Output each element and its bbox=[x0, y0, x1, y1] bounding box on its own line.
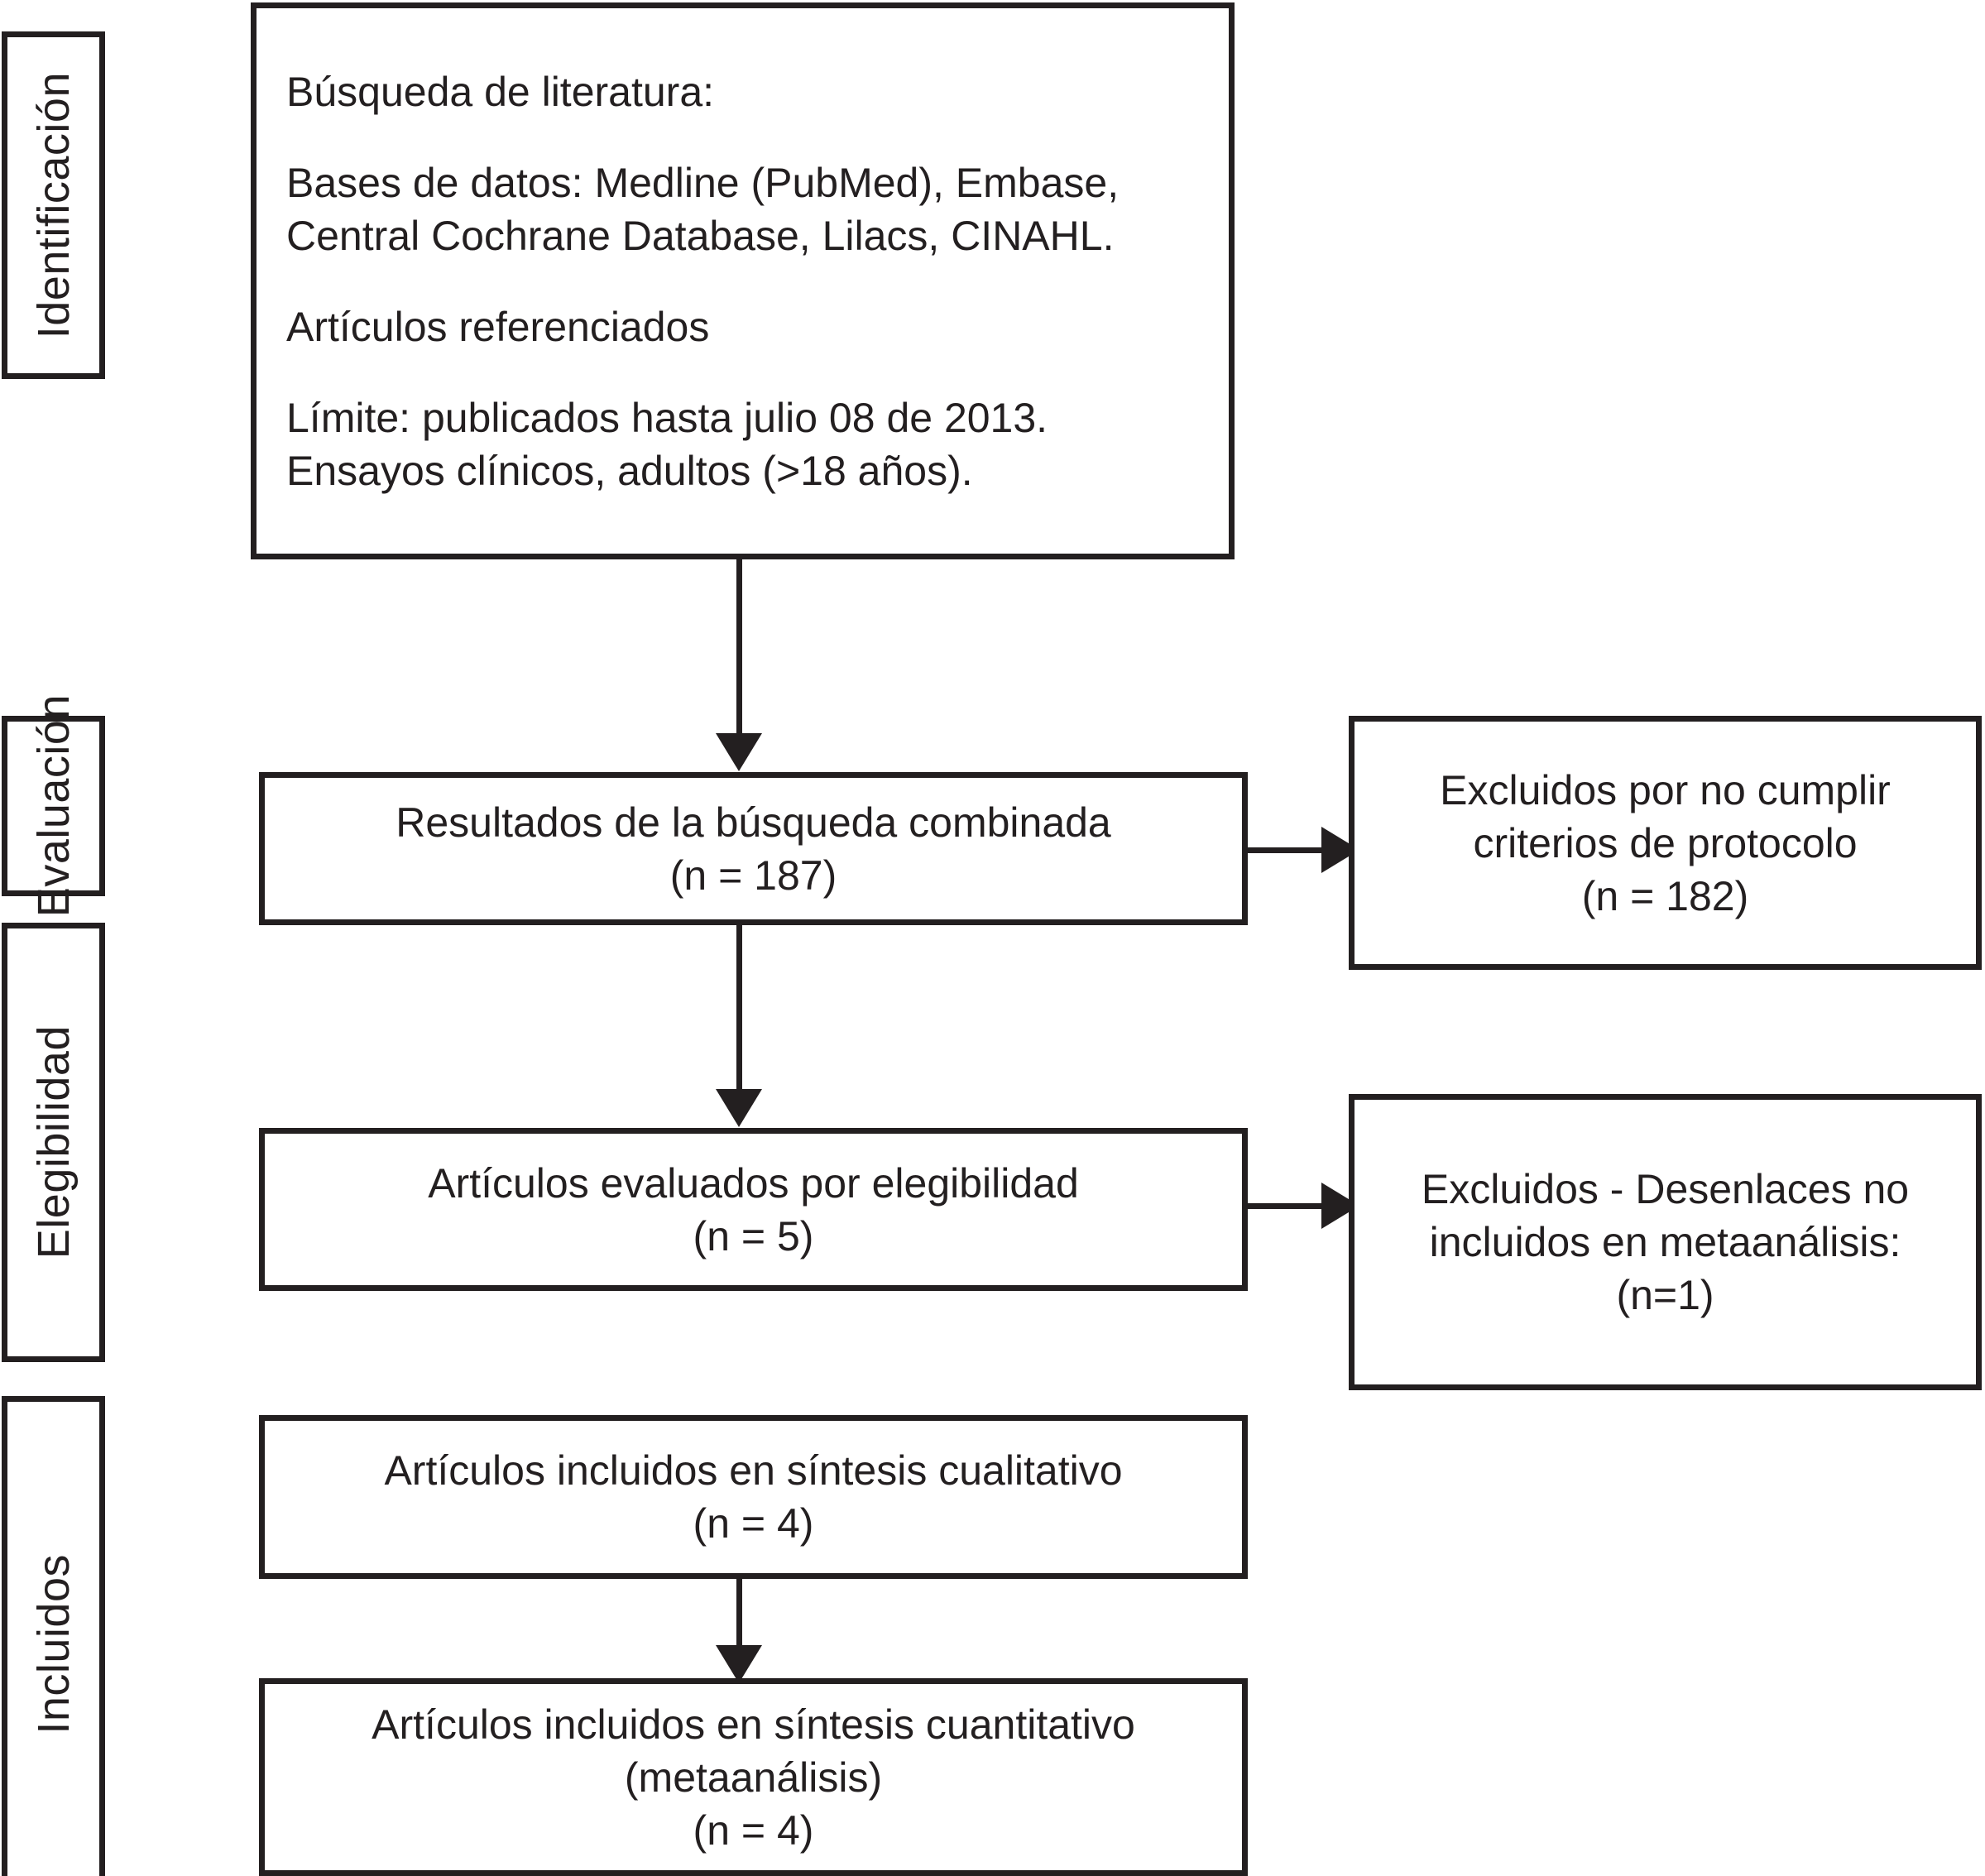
stage-label-incluidos: Incluidos bbox=[28, 1554, 79, 1734]
stage-box-incluidos: Incluidos bbox=[2, 1396, 105, 1876]
text-line: Límite: publicados hasta julio 08 de 201… bbox=[286, 394, 1048, 441]
connector-search-to-records-line bbox=[736, 559, 742, 736]
text-spacer bbox=[286, 118, 1214, 156]
text-line: Artículos incluidos en síntesis cualitat… bbox=[384, 1447, 1123, 1494]
text-line: Artículos referenciados bbox=[286, 303, 710, 350]
text-spacer bbox=[286, 353, 1214, 391]
text-line: (metaanálisis) bbox=[624, 1754, 883, 1801]
stage-box-elegibilidad: Elegibilidad bbox=[2, 923, 105, 1362]
box-sintesis-cualitativo-text: Artículos incluidos en síntesis cualitat… bbox=[265, 1444, 1242, 1550]
box-excluidos-desenlaces-text: Excluidos - Desenlaces no incluidos en m… bbox=[1354, 1163, 1976, 1322]
box-sintesis-cualitativo: Artículos incluidos en síntesis cualitat… bbox=[259, 1415, 1248, 1579]
text-line: Artículos evaluados por elegibilidad bbox=[428, 1159, 1079, 1207]
box-articulos-elegibilidad: Artículos evaluados por elegibilidad (n … bbox=[259, 1128, 1248, 1291]
box-articulos-elegibilidad-text: Artículos evaluados por elegibilidad (n … bbox=[265, 1157, 1242, 1263]
text-line: Excluidos - Desenlaces no bbox=[1421, 1166, 1910, 1212]
connector-records-to-excluded-line bbox=[1248, 847, 1324, 853]
stage-label-evaluacion: Evaluación bbox=[28, 694, 79, 918]
connector-eligibility-to-excluded-line bbox=[1248, 1203, 1324, 1209]
text-line: (n = 4) bbox=[693, 1500, 814, 1547]
connector-records-to-eligibility-arrow bbox=[716, 1089, 762, 1127]
stage-label-elegibilidad: Elegibilidad bbox=[28, 1025, 79, 1259]
box-excluidos-protocolo: Excluidos por no cumplir criterios de pr… bbox=[1349, 716, 1982, 970]
connector-qualitative-to-quantitative-line bbox=[736, 1579, 742, 1650]
box-sintesis-cuantitativo: Artículos incluidos en síntesis cuantita… bbox=[259, 1678, 1248, 1876]
box-busqueda-literatura-text: Búsqueda de literatura: Bases de datos: … bbox=[257, 65, 1229, 497]
box-resultados-busqueda: Resultados de la búsqueda combinada (n =… bbox=[259, 772, 1248, 925]
text-spacer bbox=[286, 262, 1214, 300]
connector-search-to-records-arrow bbox=[716, 733, 762, 771]
connector-records-to-eligibility-line bbox=[736, 925, 742, 1091]
stage-label-identificacion: Identificación bbox=[28, 71, 79, 339]
stage-box-identificacion: Identificación bbox=[2, 31, 105, 379]
box-excluidos-protocolo-text: Excluidos por no cumplir criterios de pr… bbox=[1354, 764, 1976, 923]
text-line: (n = 5) bbox=[693, 1212, 814, 1259]
text-line: Excluidos por no cumplir bbox=[1440, 766, 1891, 813]
box-sintesis-cuantitativo-text: Artículos incluidos en síntesis cuantita… bbox=[265, 1698, 1242, 1857]
text-line: Búsqueda de literatura: bbox=[286, 68, 715, 115]
text-line: (n=1) bbox=[1616, 1272, 1714, 1318]
text-line: (n = 4) bbox=[693, 1806, 814, 1854]
box-busqueda-literatura: Búsqueda de literatura: Bases de datos: … bbox=[251, 2, 1235, 559]
text-line: criterios de protocolo bbox=[1473, 819, 1858, 866]
text-line: (n = 187) bbox=[669, 852, 837, 899]
box-resultados-busqueda-text: Resultados de la búsqueda combinada (n =… bbox=[265, 796, 1242, 902]
text-line: incluidos en metaanálisis: bbox=[1429, 1219, 1901, 1265]
stage-box-evaluacion: Evaluación bbox=[2, 694, 105, 918]
text-line: (n = 182) bbox=[1581, 872, 1749, 919]
text-line: Artículos incluidos en síntesis cuantita… bbox=[372, 1701, 1135, 1748]
connector-qualitative-to-quantitative-arrow bbox=[716, 1645, 762, 1683]
box-excluidos-desenlaces: Excluidos - Desenlaces no incluidos en m… bbox=[1349, 1094, 1982, 1390]
text-line: Bases de datos: Medline (PubMed), Embase… bbox=[286, 159, 1120, 206]
text-line: Resultados de la búsqueda combinada bbox=[396, 799, 1111, 846]
text-line: Central Cochrane Database, Lilacs, CINAH… bbox=[286, 212, 1115, 259]
text-line: Ensayos clínicos, adultos (>18 años). bbox=[286, 447, 973, 494]
